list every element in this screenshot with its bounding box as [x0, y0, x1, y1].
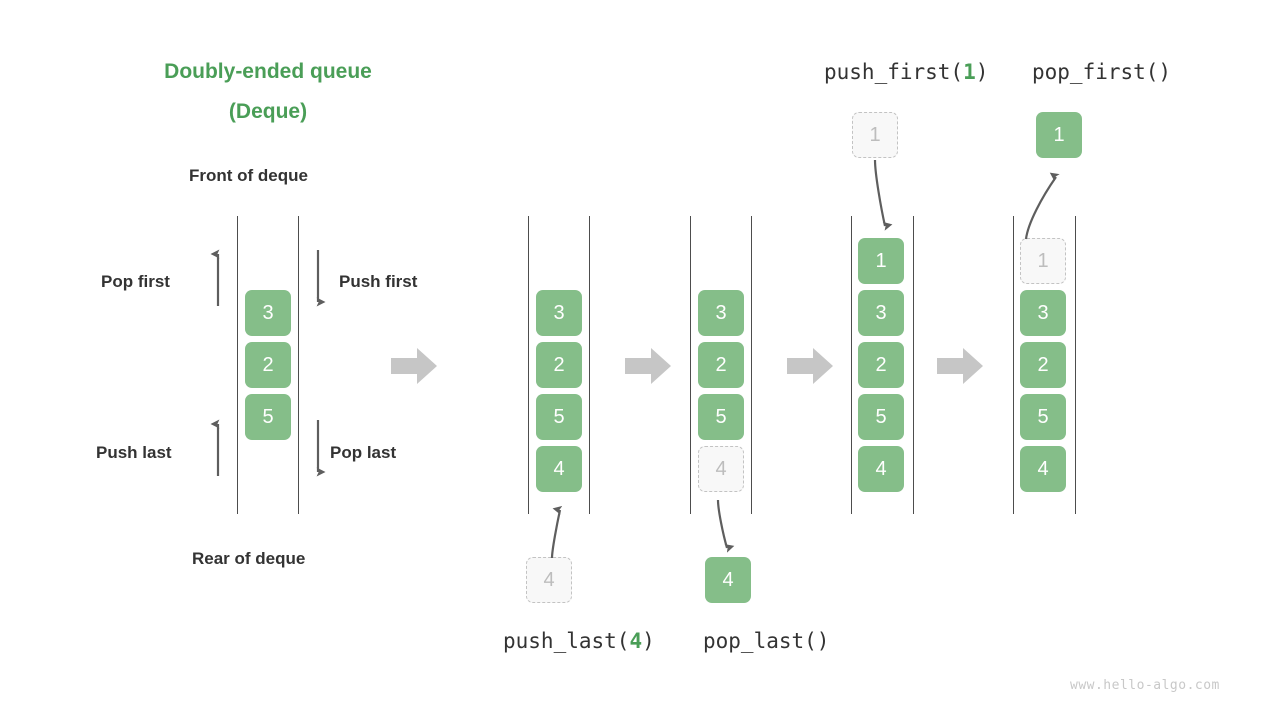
push-first-label: Push first	[339, 272, 418, 291]
pop-last-arrow-icon	[316, 420, 326, 477]
rear-of-deque-label: Rear of deque	[192, 549, 306, 568]
deque-item: 3	[858, 290, 904, 336]
panel-3-rail-right	[751, 216, 753, 514]
panel-4-rail-left	[851, 216, 853, 514]
push-first-op-prefix: push_first(	[824, 60, 964, 84]
deque-item: 4	[858, 446, 904, 492]
deque-item: 2	[1020, 342, 1066, 388]
transition-arrow-icon	[937, 348, 983, 384]
panel-5-stack: 1 3 2 5 4	[1020, 238, 1066, 492]
deque-item: 4	[1020, 446, 1066, 492]
pop-last-operation-label: pop_last()	[703, 629, 830, 653]
pop-first-arrow-icon	[210, 249, 220, 306]
front-of-deque-label: Front of deque	[189, 166, 308, 185]
transition-arrow-icon	[625, 348, 671, 384]
deque-item: 3	[245, 290, 291, 336]
deque-item: 4	[536, 446, 582, 492]
push-first-flow-arrow-icon	[873, 159, 893, 231]
push-first-op-arg: 1	[963, 60, 976, 84]
deque-item: 2	[858, 342, 904, 388]
push-last-op-prefix: push_last(	[503, 629, 630, 653]
deque-item-ghost: 4	[698, 446, 744, 492]
site-watermark: www.hello-algo.com	[1070, 678, 1220, 693]
panel-3-rail-left	[690, 216, 692, 514]
push-first-operation-label: push_first(1)	[824, 60, 988, 84]
panel-2-stack: 3 2 5 4	[536, 290, 582, 492]
pop-first-operation-label: pop_first()	[1032, 60, 1172, 84]
push-last-label: Push last	[96, 443, 172, 462]
push-last-flow-arrow-icon	[550, 505, 563, 559]
pop-first-label: Pop first	[101, 272, 170, 291]
push-last-op-suffix: )	[642, 629, 655, 653]
deque-item: 5	[245, 394, 291, 440]
deque-item: 5	[698, 394, 744, 440]
page-title-line2: (Deque)	[228, 100, 308, 123]
push-last-arrow-icon	[210, 419, 220, 476]
pop-last-label: Pop last	[330, 443, 397, 462]
panel-4-stack: 1 3 2 5 4	[858, 238, 904, 492]
panel-5-rail-left	[1013, 216, 1015, 514]
page-title-line1: Doubly-ended queue	[164, 60, 372, 83]
pop-last-flow-arrow-icon	[716, 499, 735, 553]
deque-item: 3	[536, 290, 582, 336]
deque-item-ghost: 1	[1020, 238, 1066, 284]
panel-2-rail-left	[528, 216, 530, 514]
push-last-op-arg: 4	[629, 629, 643, 653]
deque-item: 2	[536, 342, 582, 388]
panel-3-stack: 3 2 5 4	[698, 290, 744, 492]
deque-item: 2	[245, 342, 291, 388]
push-first-arrow-icon	[316, 250, 326, 307]
push-last-operation-label: push_last(4)	[503, 629, 655, 653]
panel-4-rail-right	[913, 216, 915, 514]
panel-5-rail-right	[1075, 216, 1077, 514]
panel-2-rail-right	[589, 216, 591, 514]
deque-item: 3	[698, 290, 744, 336]
panel-1-stack: 3 2 5	[245, 290, 291, 440]
panel-4-external-ghost-item: 1	[852, 112, 898, 158]
pop-first-flow-arrow-icon	[1024, 172, 1060, 240]
deque-item: 1	[858, 238, 904, 284]
panel-5-external-item: 1	[1036, 112, 1082, 158]
deque-item: 3	[1020, 290, 1066, 336]
transition-arrow-icon	[391, 348, 437, 384]
transition-arrow-icon	[787, 348, 833, 384]
deque-item: 5	[858, 394, 904, 440]
push-first-op-suffix: )	[975, 60, 989, 84]
panel-3-external-item: 4	[705, 557, 751, 603]
deque-item: 2	[698, 342, 744, 388]
panel-1-rail-right	[298, 216, 300, 514]
panel-2-external-ghost-item: 4	[526, 557, 572, 603]
deque-item: 5	[1020, 394, 1066, 440]
deque-item: 5	[536, 394, 582, 440]
panel-1-rail-left	[237, 216, 239, 514]
